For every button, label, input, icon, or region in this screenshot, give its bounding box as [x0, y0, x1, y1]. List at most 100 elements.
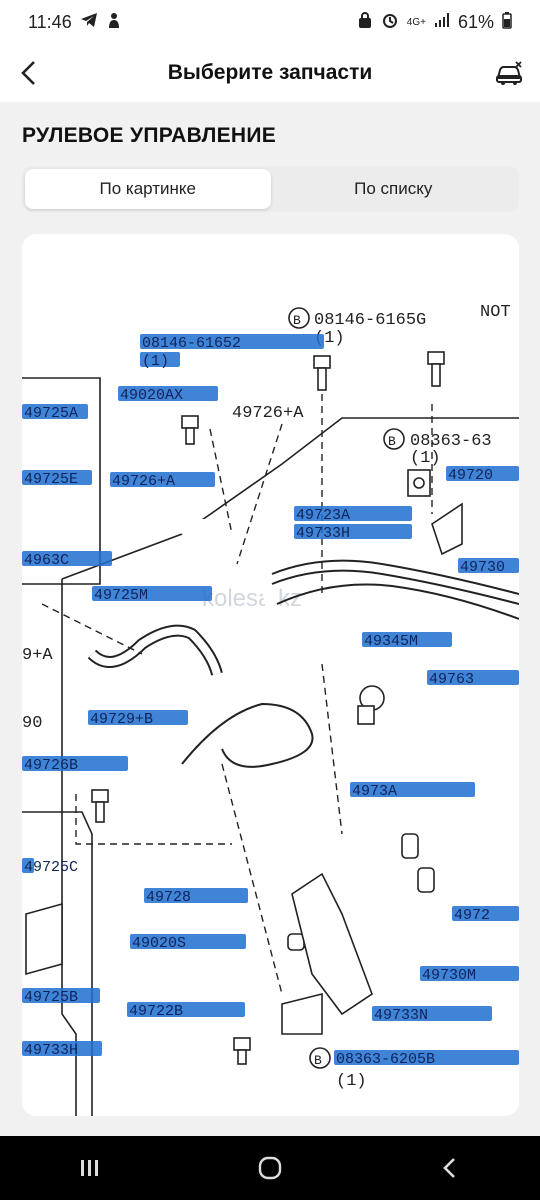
- part-label-text: 49730: [460, 559, 505, 576]
- battery-level: 61%: [457, 11, 494, 32]
- part-label[interactable]: 49725B: [22, 988, 100, 1006]
- part-label-text: 49730M: [422, 967, 476, 984]
- part-label-text: 4972: [454, 907, 490, 924]
- lock-icon: [357, 11, 373, 34]
- part-label-text: 49725C: [24, 859, 78, 876]
- part-label[interactable]: 49729+B: [88, 710, 188, 728]
- part-label-text: 08146-61652: [142, 335, 241, 352]
- bolt-circle-bottom: B: [309, 1047, 331, 1069]
- section-title: РУЛЕВОЕ УПРАВЛЕНИЕ: [22, 124, 277, 147]
- watermark: kolesa.kz: [202, 585, 302, 612]
- svg-text:B: B: [293, 313, 301, 328]
- signal-icon: [434, 12, 450, 33]
- svg-text:B: B: [388, 434, 396, 449]
- part-label[interactable]: (1): [140, 352, 180, 370]
- part-label-text: 49345M: [364, 633, 418, 650]
- part-number-right: 08363-63: [410, 432, 492, 451]
- back-button[interactable]: [14, 57, 46, 89]
- bolt-part[interactable]: [313, 355, 331, 391]
- alarm-icon: [381, 11, 399, 34]
- recent-apps-button[interactable]: [60, 1148, 120, 1188]
- part-label-text: 49020S: [132, 935, 186, 952]
- bolt-circle-right: B: [383, 428, 405, 450]
- part-label-text: 49728: [146, 889, 191, 906]
- part-label-text: 49725A: [24, 405, 78, 422]
- part-label[interactable]: 49726+A: [110, 472, 215, 490]
- sensor-part[interactable]: [357, 685, 385, 725]
- part-number-top: 08146-6165G: [314, 311, 426, 330]
- part-label[interactable]: 49020S: [130, 934, 246, 952]
- part-label-text: 49725M: [94, 587, 148, 604]
- part-label-text: 49725B: [24, 989, 78, 1006]
- bracket-part-lower[interactable]: [281, 872, 373, 1035]
- home-button[interactable]: [240, 1148, 300, 1188]
- part-label[interactable]: 49733H: [294, 524, 412, 542]
- part-label[interactable]: 49725M: [92, 586, 212, 604]
- svg-text:B: B: [314, 1053, 322, 1068]
- home-icon: [258, 1156, 282, 1180]
- system-back-button[interactable]: [420, 1148, 480, 1188]
- part-label-text: 4973A: [352, 783, 397, 800]
- note-text: NOT: [480, 303, 511, 322]
- bolt-part[interactable]: [181, 415, 199, 445]
- part-left-90: 90: [22, 714, 42, 733]
- part-label[interactable]: 49763: [427, 670, 519, 688]
- part-label-text: 4963C: [24, 552, 69, 569]
- car-icon: [496, 61, 522, 85]
- view-tabs: По картинке По списку: [22, 166, 519, 212]
- part-label[interactable]: 49726B: [22, 756, 128, 774]
- status-time: 11:46: [28, 11, 72, 32]
- grommet-part[interactable]: [287, 833, 435, 951]
- part-label[interactable]: 49733H: [22, 1041, 102, 1059]
- part-label[interactable]: 49728: [144, 888, 248, 906]
- parts-diagram[interactable]: B 08146-6165G (1) NOT 49726+A B 08363-63…: [22, 234, 519, 1116]
- recent-apps-icon: [81, 1160, 98, 1176]
- part-left-a: 9+A: [22, 646, 53, 665]
- part-label[interactable]: 49725A: [22, 404, 88, 422]
- part-label-text: (1): [142, 353, 169, 370]
- part-label[interactable]: 49723A: [294, 506, 412, 524]
- part-label-text: 49733N: [374, 1007, 428, 1024]
- part-label[interactable]: 4973A: [350, 782, 475, 800]
- part-label-text: 49726B: [24, 757, 78, 774]
- back-arrow-icon: [21, 61, 35, 85]
- part-label-text: 08363-6205B: [336, 1051, 435, 1068]
- part-label[interactable]: 49730M: [420, 966, 519, 984]
- part-label-text: 49722B: [129, 1003, 183, 1020]
- part-label-text: 49763: [429, 671, 474, 688]
- part-label-text: 49733H: [296, 525, 350, 542]
- clip-part[interactable]: [407, 469, 431, 497]
- part-label[interactable]: 4963C: [22, 551, 112, 569]
- system-nav-bar: [0, 1136, 540, 1200]
- part-label[interactable]: 08146-61652: [140, 334, 324, 352]
- side-bracket[interactable]: [25, 902, 63, 976]
- part-label[interactable]: 49722B: [127, 1002, 245, 1020]
- bolt-part[interactable]: [233, 1037, 251, 1065]
- part-label-text: 49733H: [24, 1042, 78, 1059]
- part-label[interactable]: 08363-6205B: [334, 1050, 519, 1068]
- tab-by-list[interactable]: По списку: [354, 179, 433, 198]
- part-49726a: 49726+A: [232, 404, 304, 423]
- part-label[interactable]: 49725C: [22, 858, 78, 876]
- part-label[interactable]: 4972: [452, 906, 519, 924]
- bolt-circle-top: B: [288, 307, 310, 329]
- part-label[interactable]: 49720: [446, 466, 519, 484]
- garage-button[interactable]: [494, 58, 526, 88]
- bolt-part[interactable]: [91, 789, 109, 823]
- chevron-left-icon: [443, 1158, 455, 1178]
- part-label[interactable]: 49730: [458, 558, 519, 576]
- tab-by-picture[interactable]: По картинке: [25, 169, 271, 209]
- battery-icon: [502, 11, 512, 34]
- part-label[interactable]: 49020AX: [118, 386, 218, 404]
- app-bar: Выберите запчасти: [0, 44, 540, 102]
- part-label[interactable]: 49733N: [372, 1006, 492, 1024]
- part-label[interactable]: 49725E: [22, 470, 92, 488]
- qty-bottom: (1): [336, 1072, 367, 1091]
- bolt-part[interactable]: [427, 351, 445, 387]
- status-bar: 11:46 4G+ 61%: [0, 0, 540, 44]
- part-label[interactable]: 49345M: [362, 632, 452, 650]
- telegram-icon: [80, 12, 98, 33]
- notification-icon: [106, 11, 122, 34]
- part-label-text: 49726+A: [112, 473, 175, 490]
- bracket-part[interactable]: [431, 502, 463, 556]
